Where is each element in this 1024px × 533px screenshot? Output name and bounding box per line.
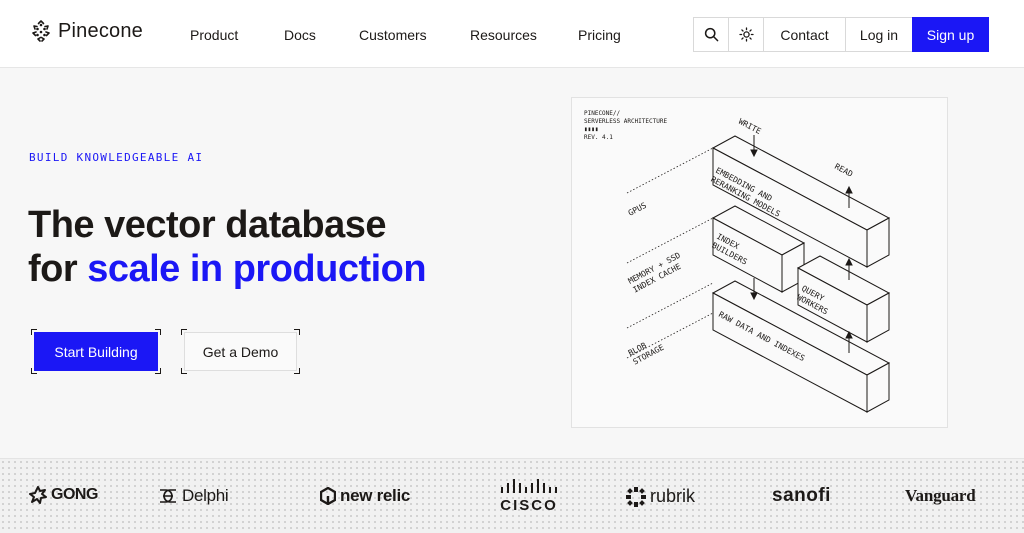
- nav-product[interactable]: Product: [190, 27, 239, 43]
- delphi-mark-icon: [160, 489, 176, 503]
- architecture-diagram: PINECONE// SERVERLESS ARCHITECTURE ▮▮▮▮ …: [571, 97, 948, 428]
- get-demo-wrapper: Get a Demo: [181, 329, 300, 374]
- delphi-wordmark: Delphi: [182, 486, 229, 505]
- nav-resources[interactable]: Resources: [470, 27, 537, 43]
- diagram-header-2: SERVERLESS ARCHITECTURE: [584, 118, 667, 125]
- logo-cisco: cisco: [500, 479, 558, 514]
- hero-headline: The vector database for scale in product…: [28, 203, 427, 291]
- login-button[interactable]: Log in: [845, 17, 913, 52]
- architecture-diagram-svg: PINECONE// SERVERLESS ARCHITECTURE ▮▮▮▮ …: [584, 110, 891, 413]
- nav-pricing[interactable]: Pricing: [578, 27, 621, 43]
- diagram-header-3: ▮▮▮▮: [584, 126, 598, 133]
- layer-gpus: GPUS: [627, 201, 648, 218]
- diagram-read-label: READ: [833, 162, 854, 179]
- header-actions: Contact Log in Sign up: [693, 17, 989, 52]
- diagram-header-1: PINECONE//: [584, 110, 621, 117]
- gong-mark-icon: [29, 486, 47, 504]
- get-demo-button[interactable]: Get a Demo: [184, 332, 297, 371]
- signup-button[interactable]: Sign up: [912, 17, 989, 52]
- nav-customers[interactable]: Customers: [359, 27, 427, 43]
- logo-vanguard: Vanguard: [905, 486, 976, 506]
- rubrik-wordmark: rubrik: [650, 486, 696, 506]
- new-relic-wordmark: new relic: [340, 486, 411, 505]
- headline-line-2: for scale in production: [28, 247, 427, 291]
- search-button[interactable]: [693, 17, 729, 52]
- logo-sanofi: sanofi: [772, 485, 831, 507]
- pinecone-logo[interactable]: Pinecone: [30, 19, 143, 43]
- rubrik-mark-icon: [626, 486, 646, 507]
- logo-rubrik: rubrik: [626, 486, 695, 507]
- diagram-header-4: REV. 4.1: [584, 134, 613, 141]
- theme-toggle-button[interactable]: [728, 17, 764, 52]
- cisco-wordmark: cisco: [500, 497, 558, 514]
- headline-accent: scale in production: [87, 248, 427, 290]
- cisco-bars-icon: [501, 479, 557, 493]
- start-building-wrapper: Start Building: [31, 329, 161, 374]
- contact-button[interactable]: Contact: [763, 17, 846, 52]
- diagram-write-label: WRITE: [737, 117, 763, 136]
- sun-icon: [738, 27, 754, 42]
- headline-prefix: for: [28, 248, 88, 290]
- vanguard-wordmark: Vanguard: [905, 486, 976, 505]
- logo-delphi: Delphi: [158, 486, 229, 506]
- headline-line-1: The vector database: [28, 204, 386, 246]
- customer-logos-strip: GONG Delphi new relic cisco: [0, 458, 1024, 533]
- logo-gong: GONG: [29, 486, 98, 504]
- sanofi-wordmark: sanofi: [772, 485, 831, 506]
- start-building-button[interactable]: Start Building: [34, 332, 158, 371]
- logo-new-relic: new relic: [320, 486, 410, 506]
- new-relic-mark-icon: [320, 487, 336, 505]
- search-icon: [704, 27, 718, 42]
- pinecone-logo-icon: [32, 20, 50, 42]
- logo-wordmark: Pinecone: [58, 19, 143, 42]
- nav-docs[interactable]: Docs: [284, 27, 316, 43]
- gong-wordmark: GONG: [51, 486, 98, 503]
- site-header: Pinecone Product Docs Customers Resource…: [0, 0, 1024, 68]
- hero-eyebrow: BUILD KNOWLEDGEABLE AI: [29, 151, 204, 164]
